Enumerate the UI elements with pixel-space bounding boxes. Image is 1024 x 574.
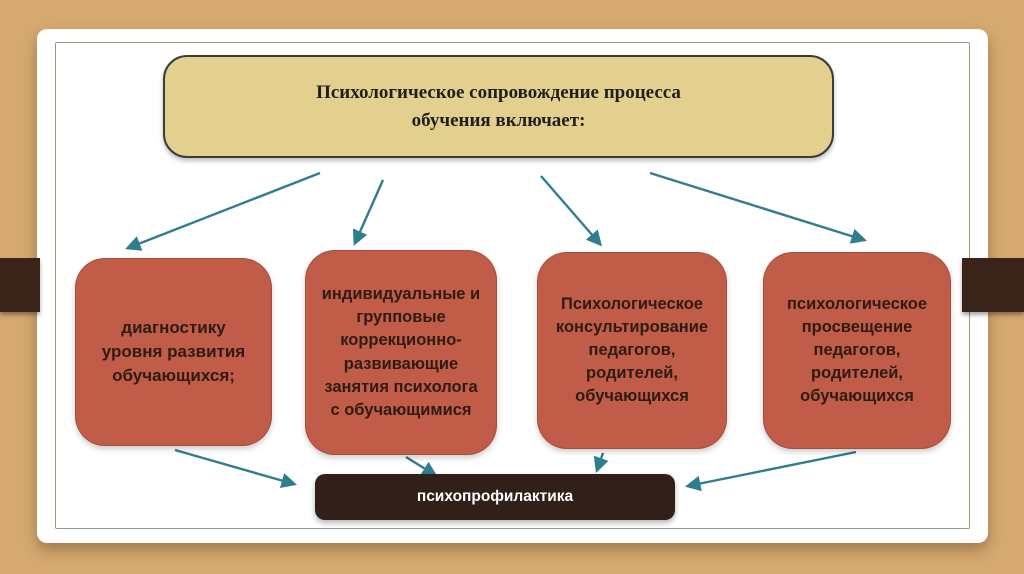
right-clip-bar [962,258,1024,312]
left-clip-bar [0,258,40,312]
title-box: Психологическое сопровождение процесса о… [163,55,834,158]
node-diagnostics: диагностику уровня развития обучающихся; [75,258,272,446]
footer-psychoprophylaxis: психопрофилактика [315,474,675,520]
node-consulting-label: Психологическое консультирование педагог… [555,294,709,406]
node-education: психологическое просвещение педагогов, р… [763,252,951,449]
node-correctional-sessions: индивидуальные и групповые коррекционно-… [305,250,497,455]
node-diagnostics-label: диагностику уровня развития обучающихся; [101,318,246,385]
node-education-label: психологическое просвещение педагогов, р… [786,294,928,406]
node-consulting: Психологическое консультирование педагог… [537,252,727,449]
slide-title: Психологическое сопровождение процесса о… [316,81,681,131]
node-correctional-sessions-label: индивидуальные и групповые коррекционно-… [321,285,481,419]
footer-label: психопрофилактика [416,488,574,505]
